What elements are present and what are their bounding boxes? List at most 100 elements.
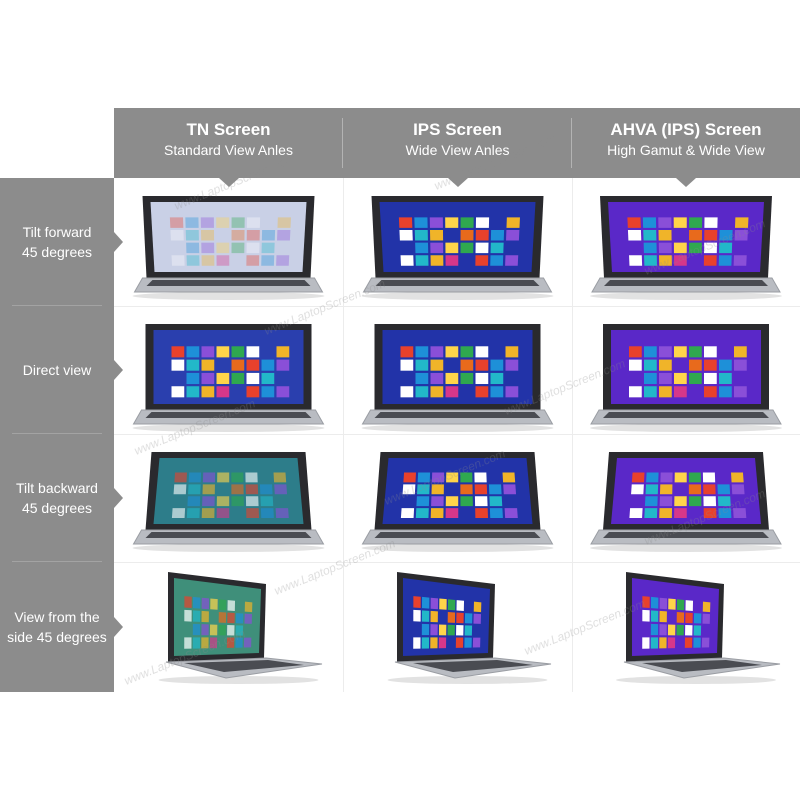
screen-tile bbox=[688, 484, 702, 495]
screen-tile bbox=[644, 386, 657, 398]
laptop-icon bbox=[590, 196, 782, 300]
screen-tile bbox=[475, 230, 489, 241]
row-divider bbox=[12, 305, 102, 306]
screen-tile bbox=[505, 359, 519, 371]
grid-divider bbox=[114, 562, 800, 563]
row-divider bbox=[12, 433, 102, 434]
screen-tile bbox=[644, 508, 658, 519]
laptop-keyboard bbox=[642, 660, 762, 672]
header-arrow bbox=[218, 178, 239, 187]
laptop-cell bbox=[114, 562, 343, 692]
screen-tile bbox=[192, 610, 201, 622]
laptop-shadow bbox=[361, 292, 554, 300]
screen-tile bbox=[650, 637, 659, 649]
screen-tile bbox=[186, 242, 200, 254]
screen-tile bbox=[688, 496, 702, 507]
screen-tile bbox=[244, 613, 253, 624]
screen-tile bbox=[201, 359, 215, 371]
screen-tile bbox=[702, 601, 711, 613]
screen-tile bbox=[231, 484, 244, 495]
screen-tile bbox=[627, 230, 642, 241]
laptop-keyboard bbox=[375, 280, 540, 286]
screen-tile bbox=[676, 624, 684, 636]
screen-tile bbox=[719, 230, 733, 241]
screen-tile bbox=[659, 496, 673, 507]
screen-tile bbox=[684, 637, 693, 648]
screen-tile bbox=[261, 386, 275, 398]
screen-tile bbox=[431, 472, 445, 483]
screen-tile bbox=[642, 637, 650, 649]
screen-tile bbox=[490, 255, 504, 266]
grid-divider bbox=[114, 306, 800, 307]
screen-tile bbox=[243, 637, 252, 648]
screen-tile bbox=[475, 386, 489, 398]
screen-tile bbox=[261, 372, 275, 385]
screen-tile bbox=[643, 242, 657, 254]
screen-tile bbox=[415, 242, 429, 254]
column-title: AHVA (IPS) Screen bbox=[610, 120, 762, 139]
screen-tile bbox=[506, 230, 520, 241]
screen-tile bbox=[674, 496, 687, 507]
screen-tile bbox=[413, 596, 421, 609]
laptop-icon bbox=[590, 452, 782, 552]
screen-tile bbox=[171, 255, 185, 266]
screen-tile bbox=[218, 599, 227, 611]
screen-tile bbox=[659, 372, 672, 385]
screen-tile bbox=[430, 597, 439, 610]
screen-tile bbox=[734, 230, 748, 241]
screen-tile bbox=[414, 217, 428, 228]
screen-tile bbox=[460, 359, 474, 371]
screen-tile bbox=[400, 346, 414, 358]
screen-tile bbox=[659, 484, 673, 495]
screen-tile bbox=[209, 624, 218, 636]
screen-tile bbox=[502, 472, 516, 483]
screen-tile bbox=[460, 346, 474, 358]
laptop-icon bbox=[361, 196, 554, 300]
screen-tile bbox=[216, 508, 230, 519]
screen-tile bbox=[456, 600, 465, 611]
screen-tile bbox=[231, 496, 244, 507]
screen-tile bbox=[246, 386, 260, 398]
column-subtitle: Standard View Anles bbox=[164, 142, 293, 158]
laptop-icon bbox=[132, 196, 325, 300]
screen-tile bbox=[719, 242, 733, 254]
screen-tile bbox=[693, 613, 702, 624]
screen-tile bbox=[460, 217, 474, 228]
screen-tile bbox=[430, 372, 444, 385]
row-label-line2: 45 degrees bbox=[21, 244, 93, 260]
screen-tile bbox=[231, 230, 245, 241]
screen-tile bbox=[650, 596, 659, 609]
screen-tile bbox=[186, 359, 200, 371]
screen-tile bbox=[659, 359, 672, 371]
header-arrow bbox=[676, 178, 696, 187]
screen-tile bbox=[216, 346, 230, 358]
screen-tile bbox=[201, 508, 215, 519]
screen-tile bbox=[685, 612, 693, 624]
screen-tile bbox=[231, 472, 244, 483]
screen-tile bbox=[171, 508, 186, 519]
screen-tile bbox=[260, 496, 274, 507]
screen-tile bbox=[474, 484, 488, 495]
screen-tile bbox=[400, 255, 414, 266]
screen-tile bbox=[475, 372, 489, 385]
screen-tile bbox=[658, 217, 672, 228]
screen-tile bbox=[650, 623, 659, 636]
laptop-icon bbox=[387, 572, 552, 684]
screen-tile bbox=[674, 255, 687, 266]
screen-tile bbox=[227, 600, 236, 611]
screen-tile bbox=[717, 484, 731, 495]
screen-tile bbox=[701, 637, 710, 648]
column-subtitle: High Gamut & Wide View bbox=[607, 142, 765, 158]
screen-tile bbox=[430, 386, 444, 398]
screen-tile bbox=[631, 484, 644, 495]
row-label-line1: Tilt backward bbox=[16, 480, 98, 496]
laptop-cell bbox=[572, 434, 800, 562]
laptop-icon bbox=[132, 452, 325, 552]
screen-tile bbox=[200, 230, 215, 241]
row-label-line1: View from the bbox=[14, 609, 100, 625]
screen-tile bbox=[226, 637, 235, 648]
screen-tile bbox=[719, 386, 732, 398]
screen-tile bbox=[430, 346, 444, 358]
screen-tile bbox=[276, 346, 290, 358]
screen-tile bbox=[261, 255, 275, 266]
